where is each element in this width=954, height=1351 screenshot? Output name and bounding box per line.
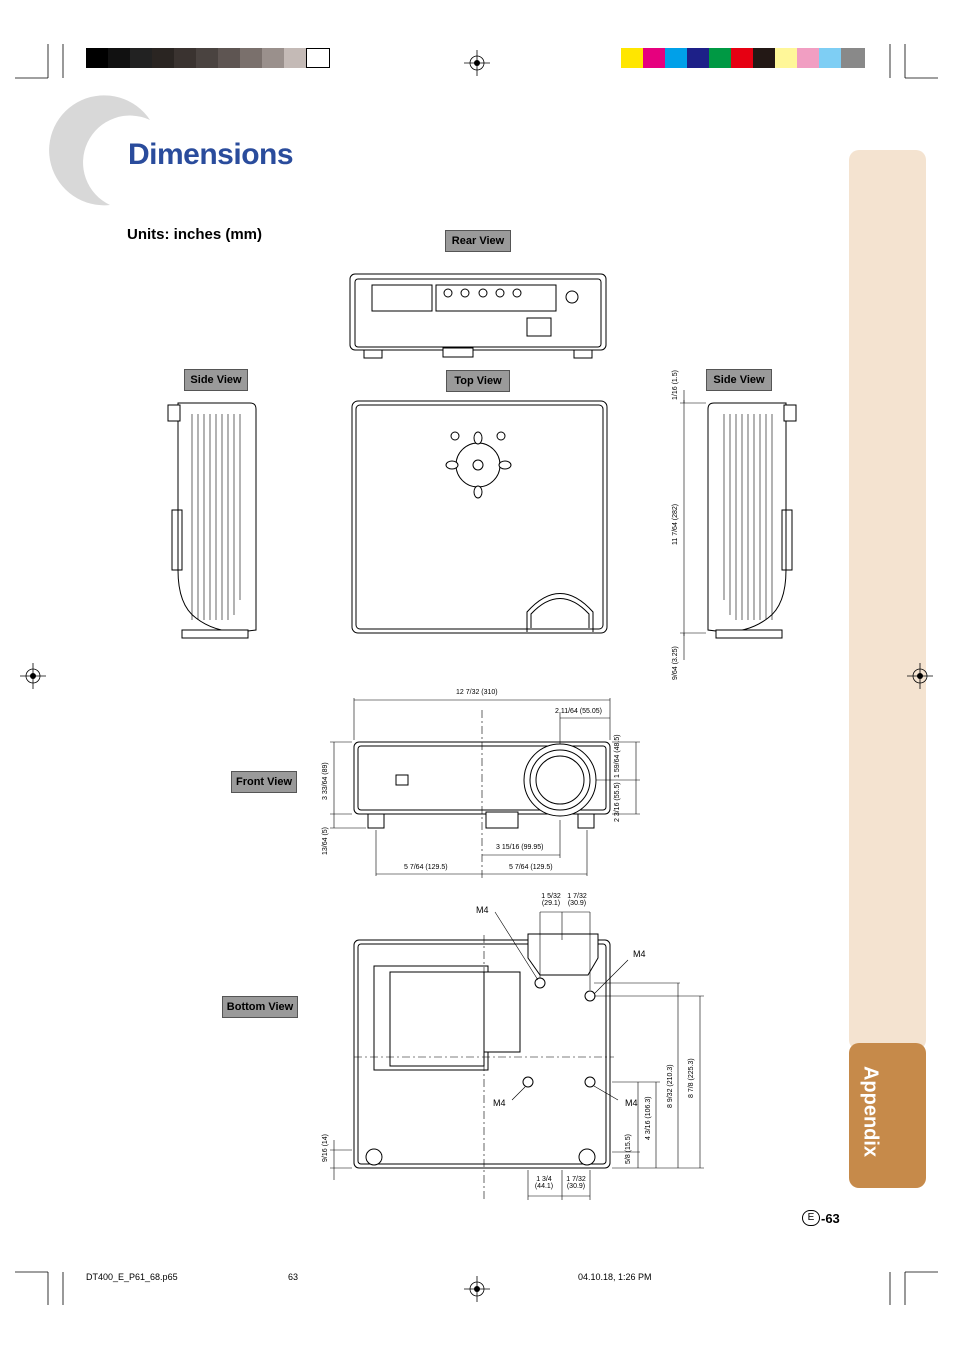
bottom-dim-lines xyxy=(330,911,704,1200)
m4-label-1: M4 xyxy=(476,905,489,915)
m4-label-2: M4 xyxy=(633,949,646,959)
front-dim-lines xyxy=(330,698,640,880)
label-top-view: Top View xyxy=(446,370,510,392)
dim-bottom-g: 4 3/16 (106.3) xyxy=(645,1096,652,1140)
dim-bottom-h: 8 9/32 (210.3) xyxy=(667,1064,674,1108)
side-view-right-vents xyxy=(723,414,773,620)
side-dim-lines xyxy=(680,390,706,660)
dim-side-top: 1/16 (1.5) xyxy=(672,370,679,400)
dim-front-center: 3 15/16 (99.95) xyxy=(496,844,544,851)
dim-front-width: 12 7/32 (310) xyxy=(456,689,498,696)
side-tab-appendix[interactable] xyxy=(849,1043,926,1188)
dim-bottom-d: 1 7/32 (30.9) xyxy=(566,1176,586,1190)
page-number-letter: E xyxy=(802,1210,820,1226)
page-number-value: -63 xyxy=(821,1210,840,1226)
dim-bottom-c: 1 3/4 (44.1) xyxy=(534,1176,554,1190)
label-bottom-view: Bottom View xyxy=(222,996,298,1018)
dim-front-left-half: 5 7/64 (129.5) xyxy=(404,864,448,871)
dim-front-foot: 13/64 (5) xyxy=(322,826,329,855)
label-side-view-left: Side View xyxy=(184,369,248,391)
dim-front-lens-bottom: 2 3/16 (55.5) xyxy=(614,782,621,822)
dim-bottom-b: 1 7/32 (30.9) xyxy=(567,893,587,907)
dim-bottom-e: 9/16 (14) xyxy=(322,1133,329,1162)
dim-front-right-half: 5 7/64 (129.5) xyxy=(509,864,553,871)
m4-label-4: M4 xyxy=(625,1098,638,1108)
footer-date: 04.10.18, 1:26 PM xyxy=(578,1272,652,1282)
dim-front-height: 3 33/64 (89) xyxy=(322,762,329,800)
dim-bottom-a: 1 5/32 (29.1) xyxy=(541,893,561,907)
label-rear-view: Rear View xyxy=(445,230,511,252)
page-number: E -63 xyxy=(802,1210,840,1226)
footer-page: 63 xyxy=(288,1272,299,1282)
footer-file: DT400_E_P61_68.p65 xyxy=(86,1272,178,1282)
crop-marks xyxy=(15,44,938,1305)
page-title: Dimensions xyxy=(128,138,294,171)
side-view-right-drawing xyxy=(707,402,797,639)
dim-front-lens-offset: 2 11/64 (55.05) xyxy=(555,708,602,715)
m4-label-3: M4 xyxy=(493,1098,506,1108)
rear-view-drawing xyxy=(349,273,607,359)
units-label: Units: inches (mm) xyxy=(127,226,263,243)
title-swoosh xyxy=(49,95,151,206)
side-tab-light xyxy=(849,150,926,1050)
dim-bottom-f: 5/8 (15.5) xyxy=(625,1134,632,1164)
label-side-view-right: Side View xyxy=(706,369,772,391)
dim-side-height: 11 7/64 (282) xyxy=(672,503,679,545)
dim-side-bottom: 9/64 (3.25) xyxy=(672,646,679,680)
top-view-drawing xyxy=(351,400,608,634)
dim-bottom-i: 8 7/8 (225.3) xyxy=(688,1058,695,1098)
label-front-view: Front View xyxy=(231,771,297,793)
side-view-left-vents xyxy=(191,414,241,620)
bottom-view-drawing xyxy=(353,933,611,1169)
dim-front-lens-height: 1 59/64 (48.5) xyxy=(614,734,621,778)
side-view-left-drawing xyxy=(167,402,257,639)
